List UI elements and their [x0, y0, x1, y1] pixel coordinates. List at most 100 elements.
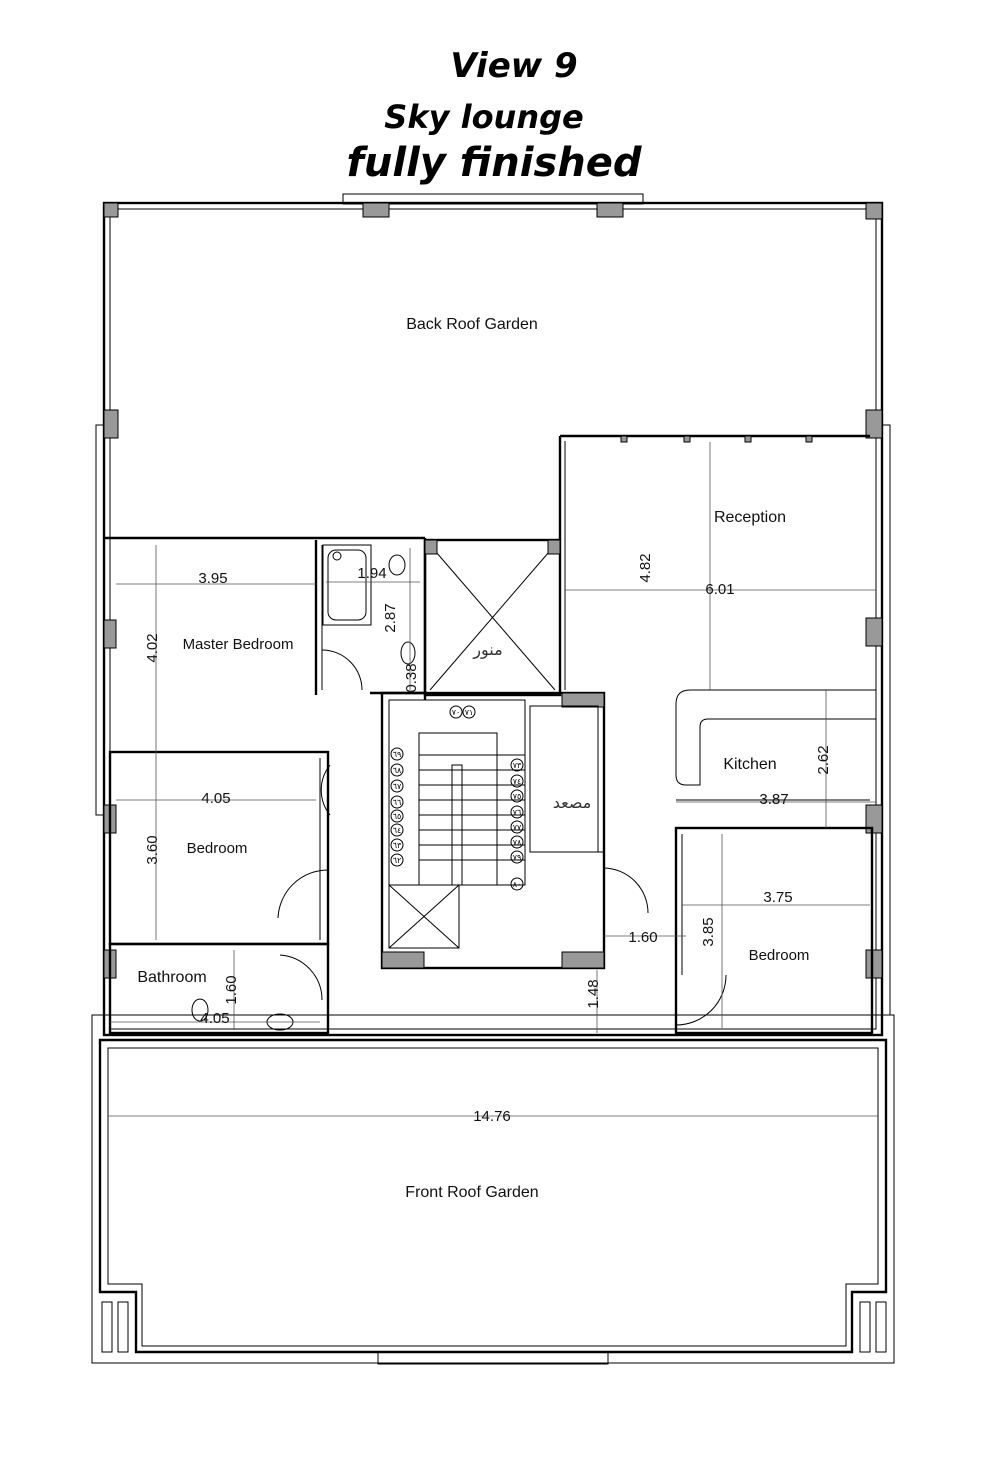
planter [117, 1301, 129, 1353]
dim-corridor-depth: 1.48 [585, 979, 602, 1008]
stair-well [388, 699, 526, 886]
svg-text:٧٦: ٧٦ [513, 808, 522, 817]
kitchen-label: Kitchen [723, 756, 776, 773]
column [103, 619, 117, 649]
stair-numbers-left: ٦٩ ٦٨ ٦٧ ٦٦ ٦٥ ٦٤ ٦٣ ٦٢ [390, 747, 404, 867]
svg-text:٧١: ٧١ [465, 708, 474, 717]
door-swing [603, 867, 649, 914]
dim-bathroom-depth: 1.60 [223, 975, 240, 1004]
column [561, 692, 605, 708]
light-well-cross [429, 544, 556, 691]
dim-reception-depth: 4.82 [637, 553, 654, 582]
dim-bedroom-left-depth: 3.60 [144, 835, 161, 864]
stair-numbers-right: ٧٣ ٧٤ ٧٥ ٧٦ ٧٧ ٧٨ ٧٩ ٨٠ [510, 758, 524, 891]
door-swing [321, 649, 363, 691]
bathtub-basin [327, 549, 367, 621]
column [381, 951, 425, 969]
bedroom-right-walls [674, 826, 874, 1035]
column [620, 435, 628, 443]
door-swing [277, 869, 329, 919]
dim-bath-top-depth: 2.87 [382, 603, 399, 632]
stair-landing [388, 884, 460, 949]
elevator-shaft [529, 705, 599, 853]
dim-master-width: 3.95 [198, 570, 227, 587]
stair-numbers-top: ٧٠ ٧١ [449, 705, 476, 719]
front-garden-inner [107, 1047, 879, 1347]
toilet-icon [191, 998, 209, 1022]
svg-text:٦٢: ٦٢ [393, 856, 402, 865]
dim-reception-width: 6.01 [705, 581, 734, 598]
svg-text:٧٠: ٧٠ [452, 708, 461, 717]
column [561, 951, 605, 969]
finish-title: fully finished [346, 140, 642, 186]
svg-text:٧٣: ٧٣ [513, 761, 522, 770]
dim-bath-top-small: 0.38 [403, 663, 420, 692]
column [865, 949, 883, 979]
svg-text:٦٧: ٦٧ [393, 782, 402, 791]
dim-bath-top-width: 1.94 [357, 565, 386, 582]
dim-bedroom-right-width: 3.75 [763, 889, 792, 906]
stair-handrail [451, 764, 463, 886]
planter [101, 1301, 113, 1353]
stair-treads [419, 754, 525, 861]
dim-corridor-width: 1.60 [628, 929, 657, 946]
planter [875, 1301, 887, 1353]
column [424, 539, 438, 555]
dim-kitchen-width: 3.87 [759, 791, 788, 808]
front-roof-garden-label: Front Roof Garden [405, 1184, 538, 1201]
svg-text:٧٥: ٧٥ [513, 792, 522, 801]
bedroom-right-label: Bedroom [749, 947, 810, 964]
back-roof-garden-label: Back Roof Garden [406, 316, 538, 333]
dim-bedroom-left-width: 4.05 [201, 790, 230, 807]
master-bedroom-label: Master Bedroom [183, 636, 294, 653]
svg-text:٧٤: ٧٤ [513, 777, 522, 786]
door-swing [320, 764, 331, 816]
elevator-label: مصعد [553, 793, 592, 812]
column [805, 435, 813, 443]
front-parapet-step [377, 1351, 609, 1365]
column [596, 202, 624, 218]
dim-front-garden-width: 14.76 [473, 1108, 511, 1125]
bedroom-left-label: Bedroom [187, 840, 248, 857]
bathtub [322, 544, 372, 626]
sky-lounge-title: Sky lounge [384, 98, 584, 136]
toilet-icon [388, 554, 406, 576]
svg-text:٦٥: ٦٥ [393, 812, 402, 821]
column [865, 804, 883, 834]
column [865, 409, 883, 439]
svg-text:٦٤: ٦٤ [393, 826, 402, 835]
landing-cross [388, 884, 460, 949]
svg-text:٦٣: ٦٣ [393, 841, 402, 850]
stair-flight [418, 732, 498, 886]
stair-core [380, 691, 606, 970]
door-swing [675, 974, 727, 1026]
dimension-lines [108, 442, 878, 1117]
column [744, 435, 752, 443]
svg-text:٧٨: ٧٨ [513, 838, 522, 847]
svg-text:٧٧: ٧٧ [513, 823, 522, 832]
svg-text:٦٨: ٦٨ [393, 766, 402, 775]
column [865, 617, 883, 647]
svg-text:٦٦: ٦٦ [393, 798, 402, 807]
column [103, 409, 119, 439]
dim-bathroom-width: 4.05 [200, 1010, 229, 1027]
bathtub-drain [332, 551, 342, 561]
view-title: View 9 [450, 46, 578, 86]
column [362, 202, 390, 218]
front-garden-outer [91, 1014, 895, 1364]
column [865, 202, 883, 220]
planter [859, 1301, 871, 1353]
svg-text:٦٩: ٦٩ [393, 750, 402, 759]
kitchen-counter [675, 689, 876, 786]
door-swing [279, 954, 323, 1001]
reception-label: Reception [714, 509, 786, 526]
svg-text:٧٩: ٧٩ [513, 853, 522, 862]
sink-icon [400, 641, 416, 665]
bathroom-label: Bathroom [137, 969, 206, 986]
dim-kitchen-depth: 2.62 [815, 745, 832, 774]
column [683, 435, 691, 443]
dim-bedroom-right-depth: 3.85 [700, 917, 717, 946]
front-garden-parapet [98, 1038, 888, 1354]
column [547, 539, 561, 555]
